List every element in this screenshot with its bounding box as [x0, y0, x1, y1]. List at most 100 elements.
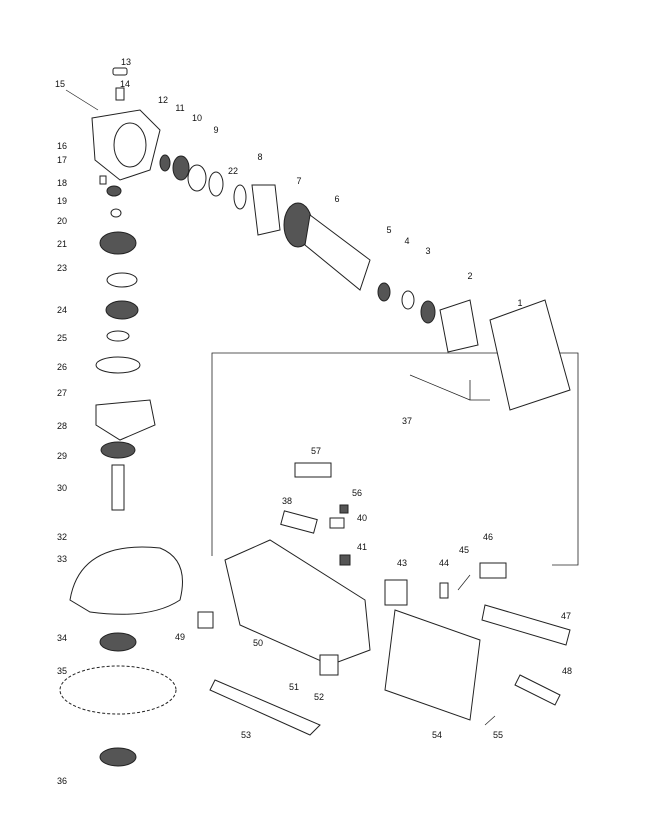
- part-number-label: 16: [56, 141, 68, 151]
- spindle-32: [111, 464, 125, 511]
- part-number-label: 49: [174, 632, 186, 642]
- capacitor-46: [479, 562, 507, 579]
- part-number-label: 34: [56, 633, 68, 643]
- part-number-label: 3: [425, 246, 431, 256]
- armature-6: [304, 214, 371, 291]
- part-number-label: 33: [56, 554, 68, 564]
- screw-45: [457, 574, 471, 591]
- part-number-label: 2: [467, 271, 473, 281]
- part-number-label: 43: [396, 558, 408, 568]
- part-number-label: 20: [56, 216, 68, 226]
- part-number-label: 7: [296, 176, 302, 186]
- housing-bore: [113, 122, 147, 168]
- part-number-label: 51: [288, 682, 300, 692]
- brush-holder-40: [329, 517, 345, 529]
- part-number-label: 27: [56, 388, 68, 398]
- o-ring-9: [208, 171, 224, 197]
- part-number-label: 45: [458, 545, 470, 555]
- part-number-label: 18: [56, 178, 68, 188]
- part-number-label: 10: [191, 113, 203, 123]
- switch-lever-51: [319, 654, 339, 676]
- cord-guard-47: [481, 604, 571, 646]
- part-number-label: 44: [438, 558, 450, 568]
- cord-48: [514, 674, 561, 706]
- switch-43: [384, 579, 408, 606]
- part-number-label: 47: [560, 611, 572, 621]
- bearing-box-28: [95, 399, 156, 441]
- bearing-25: [105, 300, 139, 320]
- part-number-label: 4: [404, 236, 410, 246]
- part-number-label: 30: [56, 483, 68, 493]
- part-number-label: 37: [401, 416, 413, 426]
- part-number-label: 15: [54, 79, 66, 89]
- motor-housing-50: [224, 539, 371, 666]
- pin-18: [99, 175, 107, 185]
- part-number-label: 6: [334, 194, 340, 204]
- part-number-label: 29: [56, 451, 68, 461]
- bearing-10: [187, 164, 207, 192]
- spring: [115, 87, 125, 101]
- part-number-label: 8: [257, 152, 263, 162]
- part-number-label: 9: [213, 125, 219, 135]
- inner-flange-35: [99, 632, 137, 652]
- part-number-label: 25: [56, 333, 68, 343]
- wheel-cover-34: [69, 546, 183, 615]
- part-number-label: 23: [56, 263, 68, 273]
- label-57: [294, 462, 332, 478]
- part-number-label: 26: [56, 362, 68, 372]
- retaining-ring-24: [106, 272, 138, 288]
- carbon-brush-41: [339, 554, 351, 566]
- baffle-plate-8: [251, 184, 281, 236]
- switch-lever-53: [209, 679, 321, 736]
- screw-37: [409, 374, 471, 401]
- housing-plate-2: [439, 299, 479, 353]
- field-1: [489, 299, 571, 411]
- bearing-3: [420, 300, 436, 324]
- part-number-label: 32: [56, 532, 68, 542]
- part-number-label: 22: [227, 166, 239, 176]
- part-number-label: 14: [119, 79, 131, 89]
- part-number-label: 54: [431, 730, 443, 740]
- screw-56: [339, 504, 349, 514]
- bearing-5: [377, 282, 391, 302]
- part-number-label: 17: [56, 155, 68, 165]
- lock-nut-36: [99, 747, 137, 767]
- screw-55: [484, 715, 496, 726]
- pinion-11: [172, 155, 190, 181]
- part-number-label: 1: [517, 298, 523, 308]
- strain-relief-44: [439, 582, 449, 599]
- part-number-label: 46: [482, 532, 494, 542]
- part-number-label: 52: [313, 692, 325, 702]
- felt-ring-27: [95, 356, 141, 374]
- assembly-bracket-inner: [469, 380, 490, 401]
- lock-button: [112, 67, 128, 76]
- part-number-label: 12: [157, 95, 169, 105]
- side-grip-49: [197, 611, 214, 629]
- bearing-19: [106, 185, 122, 197]
- ring-20: [110, 208, 122, 218]
- part-number-label: 24: [56, 305, 68, 315]
- washer-4: [401, 290, 415, 310]
- spiral-bevel-gear-23: [99, 231, 137, 255]
- part-number-label: 13: [120, 57, 132, 67]
- part-number-label: 36: [56, 776, 68, 786]
- part-number-label: 48: [561, 666, 573, 676]
- rear-cover-54: [384, 609, 481, 721]
- label-38: [280, 510, 318, 534]
- part-number-label: 56: [351, 488, 363, 498]
- part-number-label: 40: [356, 513, 368, 523]
- labyrinth-30: [100, 441, 136, 459]
- part-number-label: 53: [240, 730, 252, 740]
- screw-15: [65, 89, 99, 111]
- part-number-label: 21: [56, 239, 68, 249]
- part-number-label: 57: [310, 446, 322, 456]
- part-number-label: 11: [175, 103, 185, 113]
- part-number-label: 41: [356, 542, 368, 552]
- grinding-wheel: [59, 665, 177, 715]
- ring-22: [233, 184, 247, 210]
- part-number-label: 38: [281, 496, 293, 506]
- washer-26: [106, 330, 130, 342]
- part-number-label: 28: [56, 421, 68, 431]
